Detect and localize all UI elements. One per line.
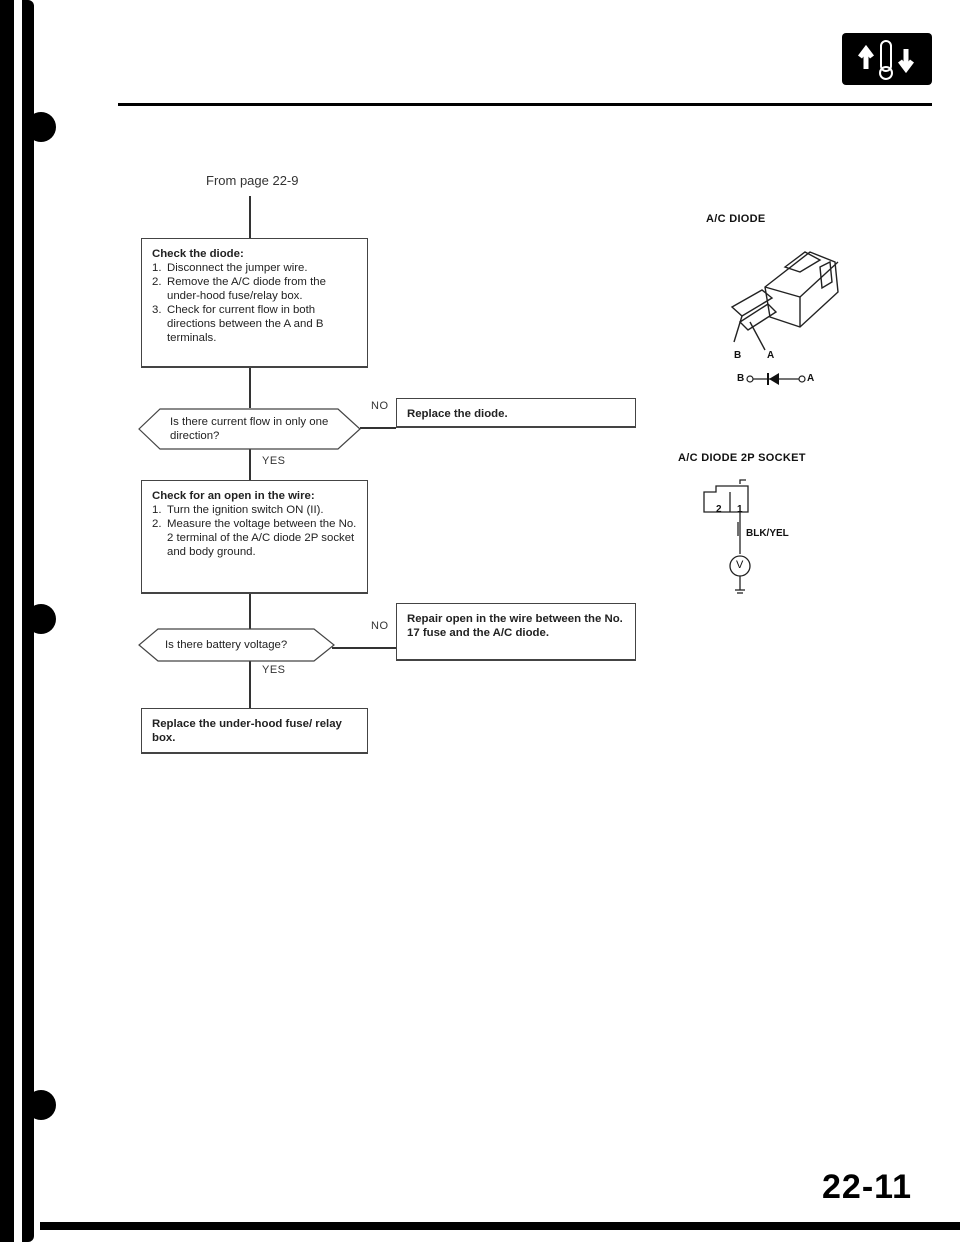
yes-label: YES	[262, 455, 286, 467]
socket-pin-2: 2	[716, 504, 722, 515]
question-battery-voltage-shape	[138, 628, 335, 662]
socket-pin-1: 1	[737, 504, 743, 515]
symbol-b-label: B	[737, 373, 745, 384]
check-open-box: Check for an open in the wire: 1.Turn th…	[141, 480, 368, 594]
flow-line	[249, 656, 251, 708]
ac-diode-title: A/C DIODE	[706, 213, 766, 225]
flow-line	[249, 594, 251, 638]
yes-label: YES	[262, 664, 286, 676]
bottom-rule	[40, 1222, 960, 1230]
check-open-title: Check for an open in the wire:	[152, 490, 315, 502]
check-diode-title: Check the diode:	[152, 248, 244, 260]
flow-line	[332, 647, 396, 649]
check-diode-box: Check the diode: 1.Disconnect the jumper…	[141, 238, 368, 368]
binding-hole	[26, 604, 56, 634]
voltmeter-symbol: V	[736, 559, 744, 571]
binding-bar	[0, 0, 14, 1242]
no-label: NO	[371, 400, 389, 412]
question-current-flow: Is there current flow in only one direct…	[170, 416, 329, 442]
header-rule	[118, 103, 932, 106]
step-item: 2.Measure the voltage between the No. 2 …	[152, 518, 357, 558]
step-item: 1.Disconnect the jumper wire.	[152, 262, 308, 274]
diode-symbol	[746, 373, 806, 385]
question-current-flow-shape	[138, 408, 361, 450]
step-item: 3.Check for current flow in both directi…	[152, 304, 324, 344]
socket-diagram	[703, 479, 751, 594]
ac-diode-illustration	[730, 251, 839, 351]
binding-hole	[26, 1090, 56, 1120]
no-label: NO	[371, 620, 389, 632]
symbol-a-label: A	[807, 373, 815, 384]
flow-line	[249, 368, 251, 408]
replace-fuse-box: Replace the under-hood fuse/ relay box.	[141, 708, 368, 754]
from-page-reference: From page 22-9	[206, 173, 299, 188]
binding-hole	[26, 112, 56, 142]
wire-color-label: BLK/YEL	[746, 528, 789, 539]
terminal-a-label: A	[767, 350, 775, 361]
question-battery-voltage: Is there battery voltage?	[165, 639, 288, 651]
socket-title: A/C DIODE 2P SOCKET	[678, 452, 806, 464]
flow-line	[249, 196, 251, 238]
step-item: 1.Turn the ignition switch ON (II).	[152, 504, 324, 516]
repair-open-box: Repair open in the wire between the No. …	[396, 603, 636, 661]
page-binding	[0, 0, 56, 1242]
page-number: 22-11	[822, 1168, 913, 1206]
step-item: 2.Remove the A/C diode from the under-ho…	[152, 276, 326, 302]
section-icon	[842, 33, 932, 85]
replace-diode-box: Replace the diode.	[396, 398, 636, 428]
terminal-b-label: B	[734, 350, 742, 361]
flow-line	[360, 427, 396, 429]
flow-line	[249, 448, 251, 480]
